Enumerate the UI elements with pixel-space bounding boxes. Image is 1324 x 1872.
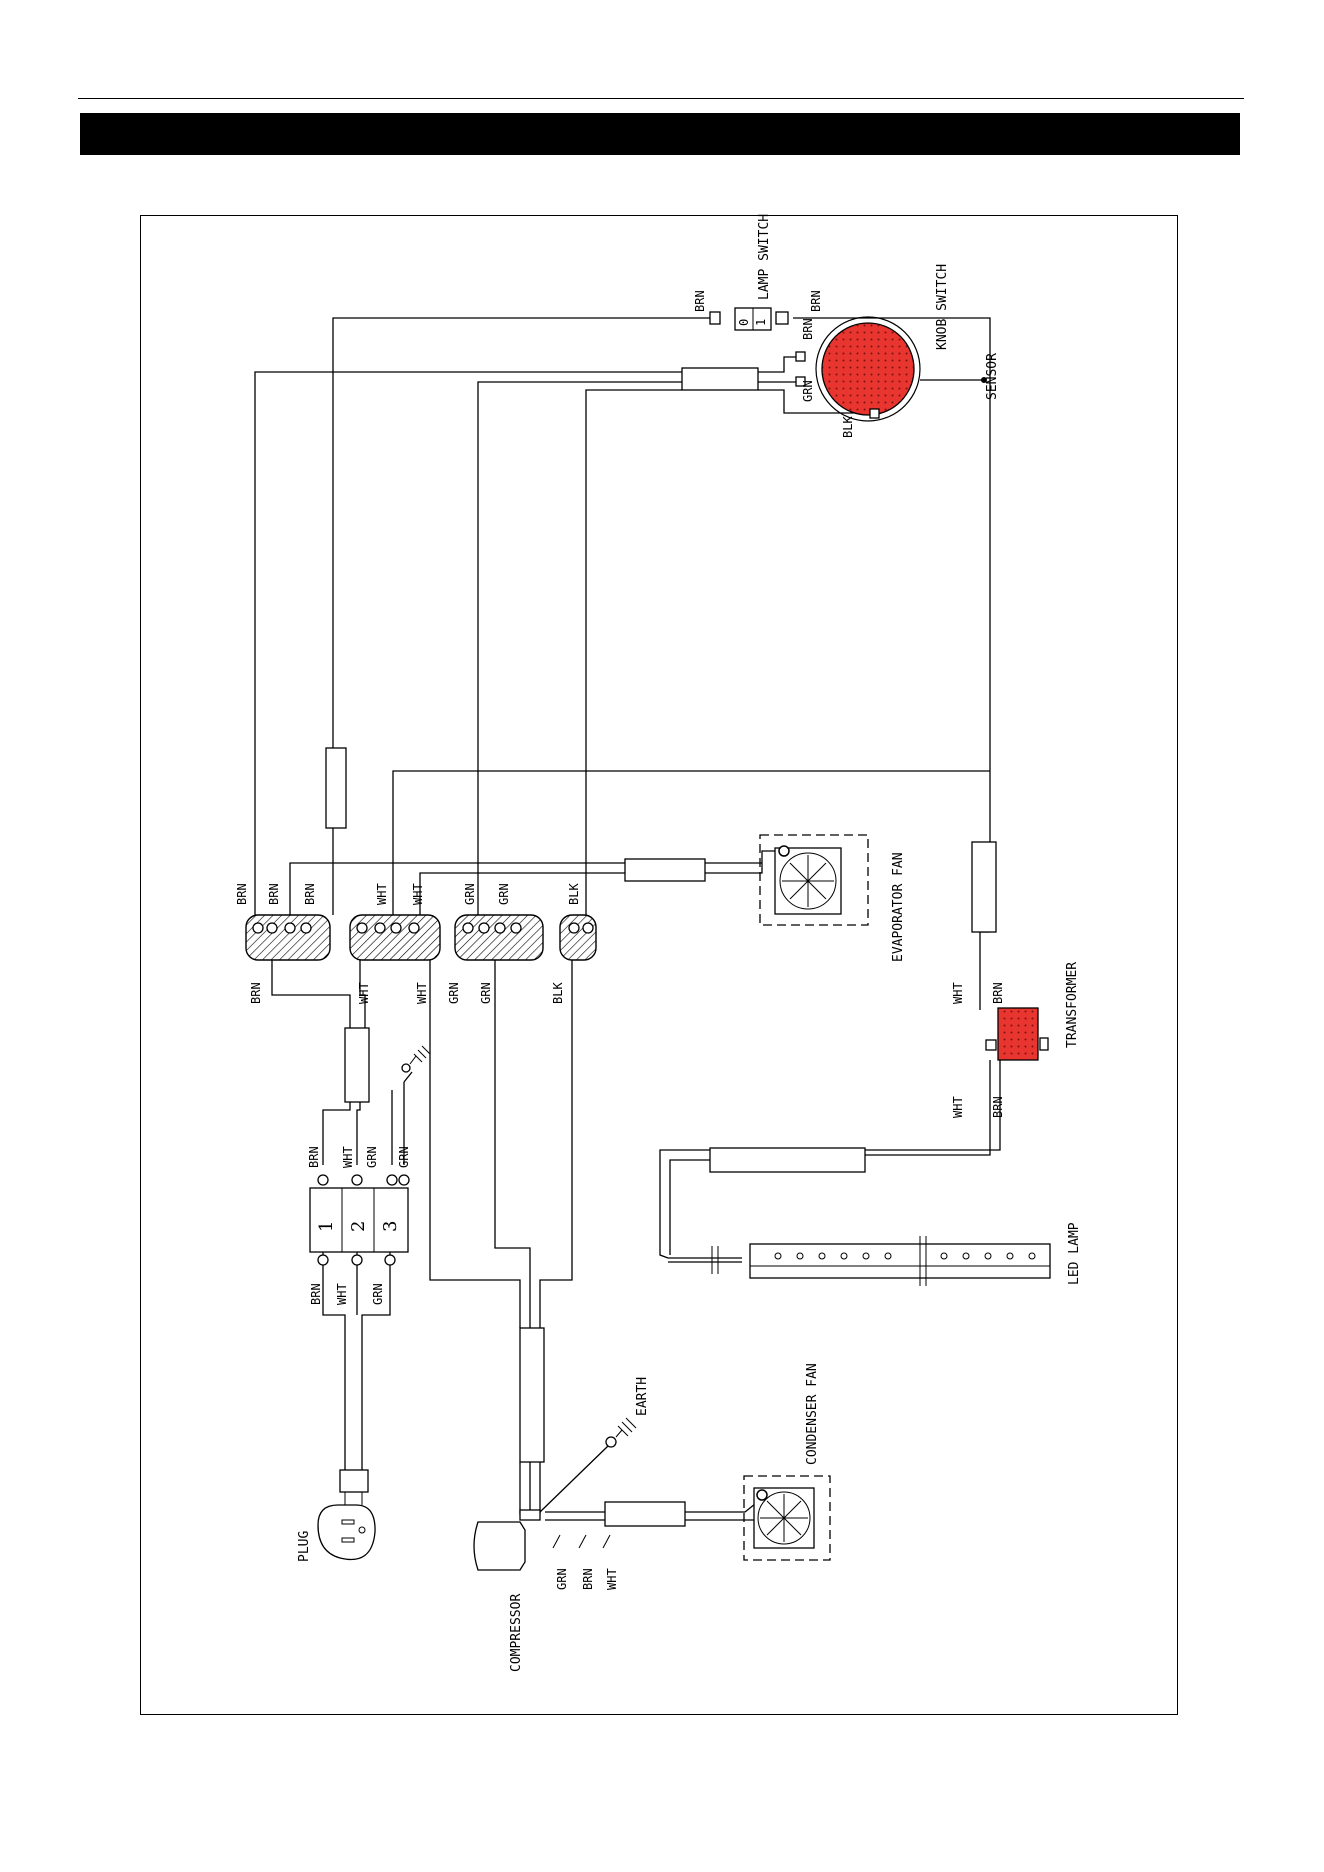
label-wht-c: WHT	[357, 982, 371, 1004]
transformer-sleeve	[972, 842, 996, 932]
plug-sleeve	[345, 1028, 369, 1102]
label-brn-knob: BRN	[801, 318, 815, 340]
compressor-icon	[474, 1522, 525, 1570]
terminal-3: 3	[380, 1221, 401, 1232]
label-grn-knob: GRN	[801, 380, 815, 402]
label-blk-knob: BLK	[841, 416, 855, 438]
connector-grn	[455, 915, 543, 960]
sensor-label: SENSOR	[985, 353, 1000, 400]
label-wht-b: WHT	[411, 883, 425, 905]
plug: PLUG	[297, 1470, 375, 1562]
label-brn-trans-top: BRN	[991, 982, 1005, 1004]
label-grn-d: GRN	[479, 982, 493, 1004]
label-grn-tb-top-a: GRN	[365, 1146, 379, 1168]
evaporator-fan: EVAPORATOR FAN	[760, 835, 906, 962]
transformer: WHT BRN WHT BRN TRANSFORMER	[951, 962, 1080, 1118]
label-blk-b: BLK	[551, 982, 565, 1004]
label-brn-d: BRN	[249, 982, 263, 1004]
evaporator-sleeve	[625, 859, 705, 881]
compressor-label: COMPRESSOR	[509, 1594, 524, 1672]
label-brn-tb-bottom: BRN	[309, 1283, 323, 1305]
transformer-label: TRANSFORMER	[1065, 962, 1080, 1048]
label-grn-comp: GRN	[555, 1568, 569, 1590]
terminal-1: 1	[316, 1221, 337, 1232]
led-lamp-sleeve	[710, 1148, 865, 1172]
led-lamp-label: LED LAMP	[1067, 1222, 1082, 1285]
label-brn-b: BRN	[267, 883, 281, 905]
compressor-sleeve	[520, 1328, 544, 1462]
connector-wht	[350, 915, 440, 960]
ground-icon	[402, 1046, 430, 1072]
condenser-fan-label: CONDENSER FAN	[805, 1363, 820, 1465]
plug-label: PLUG	[297, 1531, 312, 1562]
terminal-2: 2	[348, 1221, 369, 1232]
lamp-resistor	[326, 748, 346, 828]
label-brn-c: BRN	[303, 883, 317, 905]
earth-terminal-icon	[606, 1437, 616, 1447]
knob-switch-label: KNOB SWITCH	[935, 264, 950, 350]
label-wht-a: WHT	[375, 883, 389, 905]
led-lamp-strip	[750, 1244, 1050, 1278]
earth: EARTH	[606, 1377, 650, 1447]
knob-switch: BRN GRN BLK KNOB SWITCH SENSOR	[682, 264, 1000, 438]
led-lamp: LED LAMP	[712, 1222, 1082, 1286]
evaporator-fan-label: EVAPORATOR FAN	[891, 852, 906, 962]
label-brn-lampswitch-right: BRN	[809, 290, 823, 312]
knob-switch-dial	[822, 323, 914, 415]
condenser-fan: CONDENSER FAN	[744, 1363, 830, 1560]
connector-blocks: BRN BRN BRN WHT WHT GRN GRN BLK BRN WHT …	[235, 883, 596, 1004]
label-brn-comp: BRN	[581, 1568, 595, 1590]
label-wht-comp: WHT	[605, 1568, 619, 1590]
label-wht-d: WHT	[415, 982, 429, 1004]
label-blk-a: BLK	[567, 883, 581, 905]
label-brn-a: BRN	[235, 883, 249, 905]
label-brn-tb-top: BRN	[307, 1146, 321, 1168]
connector-blk	[560, 915, 596, 960]
knob-switch-sleeve	[682, 368, 758, 390]
compressor: COMPRESSOR GRN BRN WHT	[474, 1510, 619, 1672]
label-brn-lampswitch-left: BRN	[693, 290, 707, 312]
lamp-switch-mark-0: 0	[737, 319, 751, 326]
earth-label: EARTH	[635, 1377, 650, 1416]
label-brn-trans-bottom: BRN	[991, 1096, 1005, 1118]
label-wht-trans-top: WHT	[951, 982, 965, 1004]
lamp-switch-mark-1: 1	[754, 319, 768, 326]
label-wht-tb-top: WHT	[341, 1146, 355, 1168]
label-wht-trans-bottom: WHT	[951, 1096, 965, 1118]
lamp-switch: 0 1 BRN BRN LAMP SWITCH	[693, 214, 823, 330]
label-grn-tb-bottom: GRN	[371, 1283, 385, 1305]
label-grn-b: GRN	[497, 883, 511, 905]
plug-strain-relief	[340, 1470, 368, 1492]
lamp-switch-label: LAMP SWITCH	[757, 214, 772, 300]
label-grn-c: GRN	[447, 982, 461, 1004]
transformer-body	[998, 1008, 1038, 1060]
label-wht-tb-bottom: WHT	[335, 1283, 349, 1305]
connector-brn	[246, 915, 330, 960]
plug-icon	[318, 1505, 375, 1560]
label-grn-a: GRN	[463, 883, 477, 905]
label-grn-tb-top-b: GRN	[397, 1146, 411, 1168]
condenser-sleeve	[605, 1502, 685, 1526]
